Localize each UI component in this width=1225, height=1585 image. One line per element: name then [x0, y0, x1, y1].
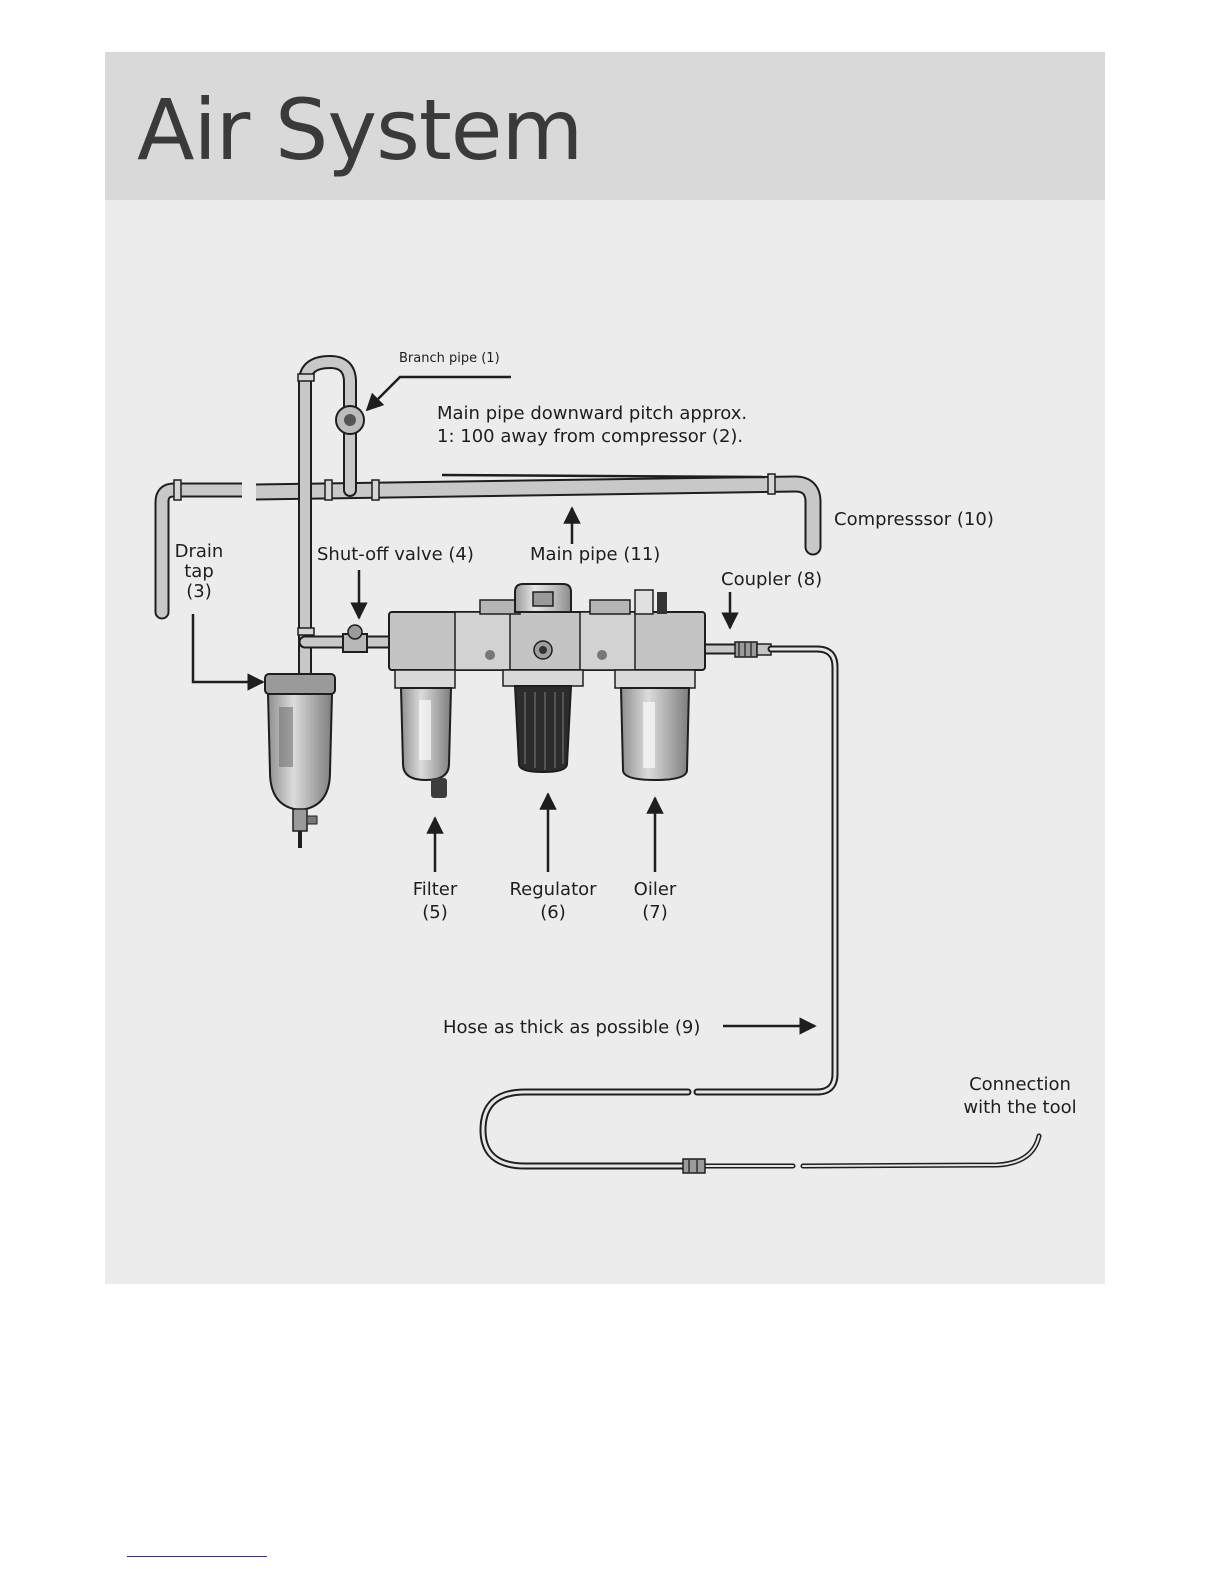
filter-bowl — [395, 670, 455, 798]
branch-valve — [336, 406, 364, 434]
main-pipe-break — [242, 480, 256, 502]
filter-label-line2: (5) — [390, 901, 480, 924]
pitch-rule — [442, 475, 765, 477]
hose-label: Hose as thick as possible (9) — [443, 1016, 700, 1039]
footer-rule — [127, 1556, 267, 1557]
hose-coupler — [683, 1159, 705, 1173]
regulator-label-line2: (6) — [498, 901, 608, 924]
pitch-label: Main pipe downward pitch approx. 1: 100 … — [437, 402, 747, 448]
pitch-label-line2: 1: 100 away from compressor (2). — [437, 425, 747, 448]
oiler-label-line2: (7) — [615, 901, 695, 924]
compressor-label: Compresssor (10) — [834, 508, 994, 531]
oiler-label: Oiler (7) — [615, 878, 695, 924]
frl-unit — [389, 584, 705, 798]
drain-tap-label: Drain tap (3) — [161, 542, 237, 602]
coupler — [735, 642, 771, 657]
shut-off-valve — [343, 625, 367, 652]
connection-label: Connection with the tool — [945, 1073, 1095, 1119]
drain-tap-unit — [265, 674, 335, 848]
main-pipe-label: Main pipe (11) — [530, 543, 660, 566]
branch-pipe-label: Branch pipe (1) — [399, 351, 500, 367]
connection-label-line1: Connection — [945, 1073, 1095, 1096]
coupler-label: Coupler (8) — [721, 568, 822, 591]
shut-off-valve-label: Shut-off valve (4) — [317, 543, 474, 566]
filter-label: Filter (5) — [390, 878, 480, 924]
drain-tap-arrow — [193, 614, 263, 682]
drain-tap-label-line1: Drain — [161, 542, 237, 562]
regulator — [503, 584, 583, 772]
drain-tap-label-line2: tap — [161, 562, 237, 582]
filter-label-line1: Filter — [390, 878, 480, 901]
main-pipe — [255, 484, 813, 547]
oiler-label-line1: Oiler — [615, 878, 695, 901]
regulator-label: Regulator (6) — [498, 878, 608, 924]
regulator-label-line1: Regulator — [498, 878, 608, 901]
drain-tap-label-line3: (3) — [161, 582, 237, 602]
connection-label-line2: with the tool — [945, 1096, 1095, 1119]
pitch-label-line1: Main pipe downward pitch approx. — [437, 402, 747, 425]
diagram-panel: Air System — [105, 52, 1105, 1284]
